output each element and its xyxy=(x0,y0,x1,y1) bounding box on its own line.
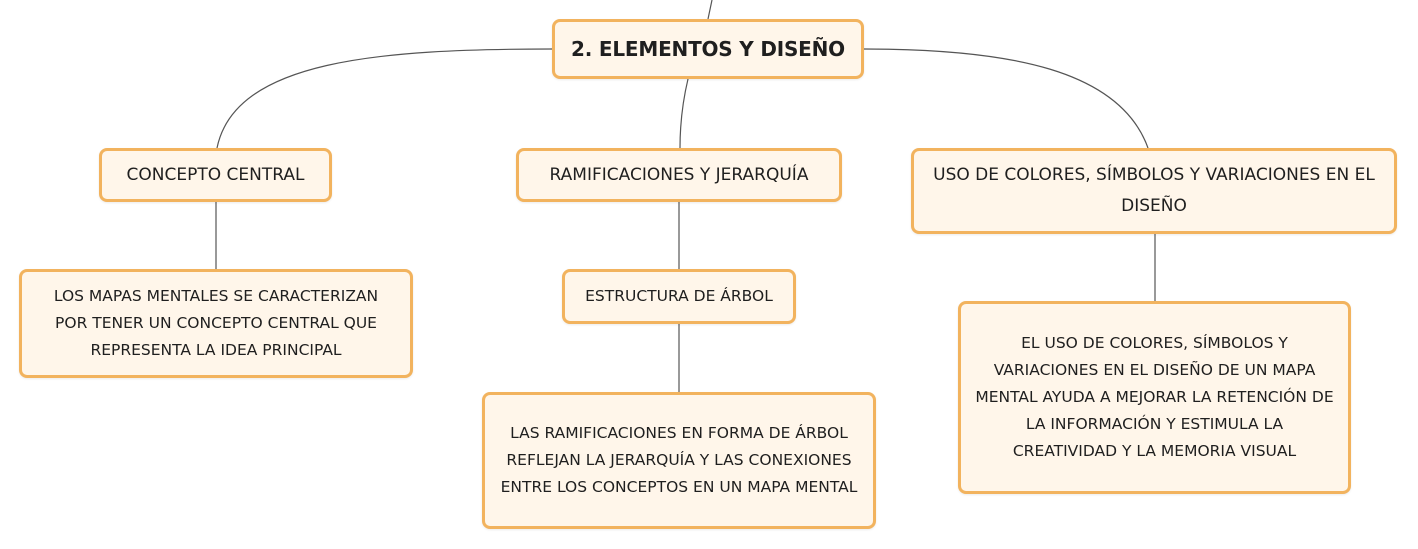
node-uso-de-colores[interactable]: USO DE COLORES, SÍMBOLOS Y VARIACIONES E… xyxy=(911,148,1397,234)
node-concepto-central[interactable]: CONCEPTO CENTRAL xyxy=(99,148,332,202)
root-node[interactable]: 2. ELEMENTOS Y DISEÑO xyxy=(552,19,864,79)
node-estructura-de-arbol[interactable]: ESTRUCTURA DE ÁRBOL xyxy=(562,269,796,324)
node-concepto-central-label: CONCEPTO CENTRAL xyxy=(126,164,305,185)
node-concepto-central-description-text: LOS MAPAS MENTALES SE CARACTERIZAN POR T… xyxy=(53,287,379,359)
node-uso-de-colores-label: USO DE COLORES, SÍMBOLOS Y VARIACIONES E… xyxy=(933,165,1375,216)
connector-root-to-ramificaciones xyxy=(679,78,689,149)
root-node-label: 2. ELEMENTOS Y DISEÑO xyxy=(571,37,845,61)
connector-root-to-colores xyxy=(863,48,1149,149)
connector-from-parent xyxy=(707,0,713,20)
node-concepto-central-description[interactable]: LOS MAPAS MENTALES SE CARACTERIZAN POR T… xyxy=(19,269,413,378)
node-ramificaciones-jerarquia-label: RAMIFICACIONES Y JERARQUÍA xyxy=(549,164,809,185)
node-ramificaciones-jerarquia[interactable]: RAMIFICACIONES Y JERARQUÍA xyxy=(516,148,842,202)
node-uso-de-colores-description-text: EL USO DE COLORES, SÍMBOLOS Y VARIACIONE… xyxy=(975,334,1334,460)
node-estructura-de-arbol-description-text: LAS RAMIFICACIONES EN FORMA DE ÁRBOL REF… xyxy=(500,424,858,496)
connector-root-to-concepto-central xyxy=(216,48,553,149)
node-estructura-de-arbol-label: ESTRUCTURA DE ÁRBOL xyxy=(585,287,773,305)
node-estructura-de-arbol-description[interactable]: LAS RAMIFICACIONES EN FORMA DE ÁRBOL REF… xyxy=(482,392,876,529)
node-uso-de-colores-description[interactable]: EL USO DE COLORES, SÍMBOLOS Y VARIACIONE… xyxy=(958,301,1351,494)
